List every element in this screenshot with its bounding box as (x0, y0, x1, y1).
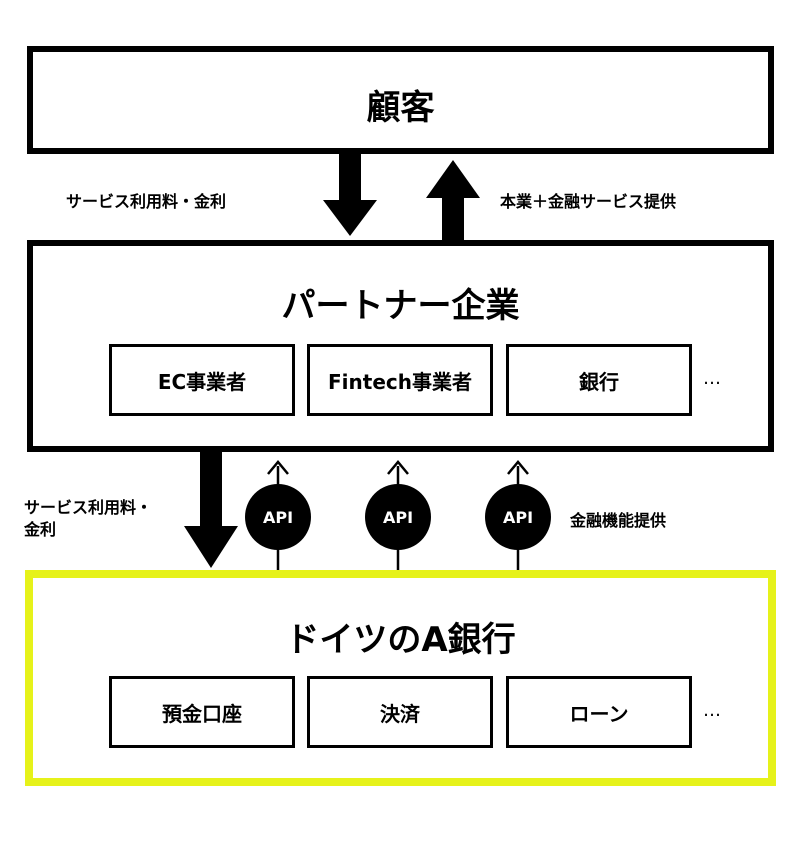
customer-box: 顧客 (27, 46, 774, 154)
flow-mid-left-label-line2: 金利 (24, 520, 57, 539)
bank-title: ドイツのA銀行 (285, 620, 516, 660)
flow-top-right-label: 本業＋金融サービス提供 (500, 192, 677, 211)
partner-item-bank: 銀行 (506, 344, 692, 416)
flow-top-left-label: サービス利用料・金利 (66, 192, 227, 211)
api-badge-1: API (245, 484, 311, 550)
bank-ellipsis: … (703, 700, 721, 721)
partner-title: パートナー企業 (281, 286, 520, 326)
partner-item-fintech: Fintech事業者 (307, 344, 493, 416)
arrow-down-customer-to-partner (323, 152, 377, 236)
arrow-up-partner-to-customer (426, 160, 480, 246)
api-badge-3: API (485, 484, 551, 550)
bank-item-payment: 決済 (307, 676, 493, 748)
partner-item-ec: EC事業者 (109, 344, 295, 416)
bank-item-deposit: 預金口座 (109, 676, 295, 748)
api-badge-2: API (365, 484, 431, 550)
bank-item-loan: ローン (506, 676, 692, 748)
customer-title: 顧客 (366, 88, 435, 128)
flow-mid-right-label: 金融機能提供 (570, 511, 667, 530)
flow-mid-left-label-line1: サービス利用料・ (24, 498, 153, 517)
arrow-down-partner-to-bank (184, 450, 238, 568)
partner-ellipsis: … (703, 368, 721, 389)
